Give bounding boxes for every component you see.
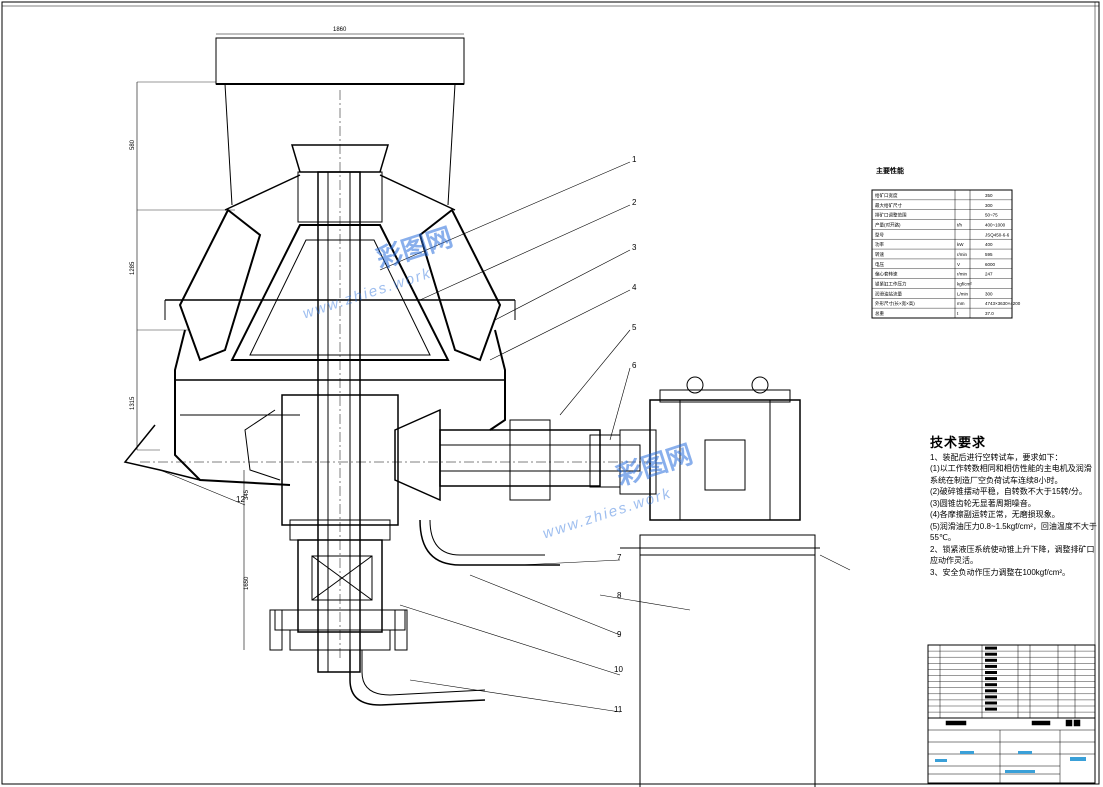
tech-line: 1、装配后进行空转试车，要求如下：	[930, 452, 1063, 462]
tech-line: (4)各摩擦副运转正常，无磨损现象。	[930, 510, 1060, 519]
spec-cell: 产量(对开路)	[875, 221, 901, 228]
spec-cell: L/min	[957, 291, 969, 296]
part-number-10: 10	[614, 665, 623, 674]
spec-cell: t/h	[957, 222, 963, 227]
parts-list-cell	[985, 701, 997, 705]
spec-cell: 外形尺寸(长×宽×高)	[875, 300, 915, 307]
spec-cell: 润滑油站流量	[875, 290, 902, 297]
spec-cell: 排矿口调整范围	[875, 212, 907, 219]
spec-cell: 37.0	[985, 311, 994, 316]
tech-requirements-title: 技术要求	[930, 435, 987, 450]
part-number-11: 11	[614, 705, 623, 714]
parts-list-cell	[985, 646, 997, 650]
part-number-3: 3	[632, 243, 637, 252]
spec-cell: 400~1000	[985, 222, 1006, 227]
parts-list-cell	[985, 671, 997, 674]
part-number-12: 12	[236, 495, 245, 504]
spec-cell: 功率	[875, 241, 884, 248]
spec-cell: 锁紧缸工作压力	[875, 281, 907, 288]
parts-list-cell	[985, 658, 997, 662]
tech-line: 3、安全负动作压力调整在100kgf/cm²。	[930, 567, 1071, 577]
part-number-5: 5	[632, 323, 637, 332]
spec-cell: 型号	[875, 231, 884, 238]
part-number-4: 4	[632, 283, 637, 292]
tech-line: (5)润滑油压力0.8~1.5kgf/cm²，回油温度不大于	[930, 521, 1097, 531]
spec-cell: 电压	[875, 261, 884, 268]
spec-cell: 300	[985, 203, 993, 208]
spec-cell: 350	[985, 193, 993, 198]
technical-requirements: 技术要求 1、装配后进行空转试车，要求如下： (1)以工作转数相同和相仿性能的主…	[930, 435, 1097, 578]
spec-cell: 247	[985, 272, 993, 277]
dim-left-5: 1650	[244, 576, 250, 590]
spec-cell: 4743×3630×4200	[985, 301, 1021, 306]
spec-cell: kgf/cm²	[957, 282, 972, 287]
parts-list-cell	[985, 677, 997, 681]
spec-cell: V	[957, 262, 960, 267]
dim-left-1: 580	[130, 139, 136, 150]
title-block	[927, 644, 1096, 784]
spec-cell: 偏心套转速	[875, 271, 898, 278]
part-number-9: 9	[617, 630, 622, 639]
dim-left-2: 1285	[130, 261, 136, 275]
parts-list-cell	[985, 707, 997, 711]
spec-table-title: 主要性能	[876, 168, 904, 175]
spec-cell: mm	[957, 301, 965, 306]
spec-cell: 6000	[985, 262, 996, 267]
crusher-assembly	[123, 33, 851, 787]
part-number-1: 1	[632, 155, 637, 164]
spec-cell: r/min	[957, 272, 967, 277]
spec-table	[871, 189, 1013, 319]
part-number-8: 8	[617, 591, 622, 600]
tech-line: (2)破碎锥摆动平稳，自转数不大于15转/分。	[930, 487, 1087, 496]
spec-cell: 300	[985, 291, 993, 296]
spec-cell: r/min	[957, 252, 967, 257]
dim-top-width: 1860	[333, 27, 347, 33]
spec-cell: 总重	[875, 310, 884, 316]
spec-cell: 最大给矿尺寸	[875, 202, 902, 209]
part-number-6: 6	[632, 361, 637, 370]
spec-cell: kW	[957, 242, 964, 247]
parts-list-cell	[985, 695, 997, 699]
spec-cell: JSQ450-6-6	[985, 232, 1010, 237]
spec-cell: 转速	[875, 251, 884, 258]
tech-line: 2、锁紧液压系统使动锥上升下降，调整排矿口	[930, 544, 1095, 554]
tech-line: 系统在制造厂空负荷试车连续8小时。	[930, 475, 1063, 485]
tech-line: (3)圆锥齿轮无显著周期噪音。	[930, 498, 1036, 508]
part-number-2: 2	[632, 198, 637, 207]
parts-list-cell	[985, 664, 997, 668]
spec-cell: 595	[985, 252, 993, 257]
part-number-7: 7	[617, 553, 622, 562]
spec-cell: t	[957, 311, 959, 316]
spec-cell: 50~75	[985, 213, 998, 218]
dim-left-4: 345	[244, 489, 250, 500]
tech-line: (1)以工作转数相同和相仿性能的主电机及润滑	[930, 464, 1092, 473]
parts-list-cell	[985, 683, 997, 687]
tech-line: 55℃。	[930, 533, 956, 542]
dim-left-3: 1315	[130, 396, 136, 410]
parts-list-cell	[985, 652, 997, 656]
spec-cell: 400	[985, 242, 993, 247]
spec-cell: 给矿口宽度	[875, 192, 898, 199]
tech-line: 应动作灵活。	[930, 556, 978, 565]
parts-list-cell	[985, 689, 997, 693]
